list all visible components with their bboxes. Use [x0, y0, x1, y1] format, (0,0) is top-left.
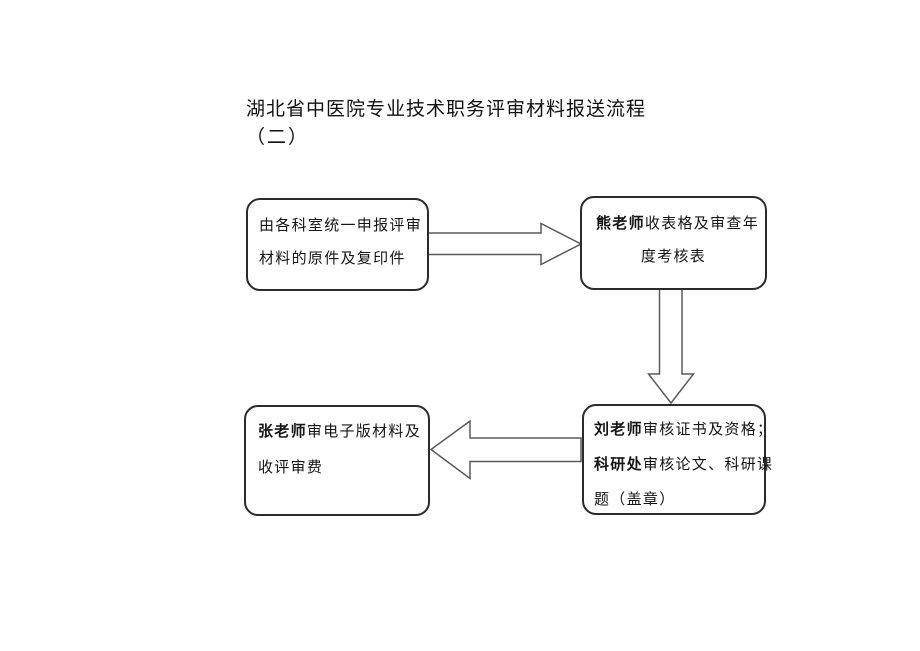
flow-box-text-line: 张老师审电子版材料及 [258, 424, 422, 440]
arrow-box3-to-box4-left-icon [429, 419, 582, 480]
flow-box-text-line: 由各科室统一申报评审 [259, 218, 423, 234]
flow-box-text-line: 题（盖章） [594, 492, 676, 508]
flow-box-teacher-liu-review: 刘老师审核证书及资格； 科研处审核论文、科研课 题（盖章） [582, 404, 774, 515]
page-title-line2: （二） [246, 127, 310, 148]
page-title: 湖北省中医院专业技术职务评审材料报送流程 （二） [246, 96, 676, 152]
flow-box-text-line: 熊老师收表格及审查年 [596, 216, 760, 232]
arrow-box2-to-box3-down-icon [646, 288, 696, 405]
page-title-line1: 湖北省中医院专业技术职务评审材料报送流程 [246, 99, 647, 120]
flow-box-text-line: 刘老师审核证书及资格； [594, 422, 774, 438]
flow-box-text-line: 科研处审核论文、科研课 [594, 457, 774, 473]
flow-box-text-line: 收评审费 [258, 460, 324, 476]
arrow-box1-to-box2-right-icon [427, 222, 583, 266]
flow-box-text-line: 材料的原件及复印件 [259, 251, 406, 267]
flow-box-departments-submit: 由各科室统一申报评审 材料的原件及复印件 [246, 198, 429, 291]
flow-box-text-line: 度考核表 [640, 249, 707, 265]
flow-box-teacher-xiong-collect: 熊老师收表格及审查年 度考核表 [580, 196, 767, 290]
flow-box-teacher-zhang-review: 张老师审电子版材料及 收评审费 [244, 405, 430, 516]
